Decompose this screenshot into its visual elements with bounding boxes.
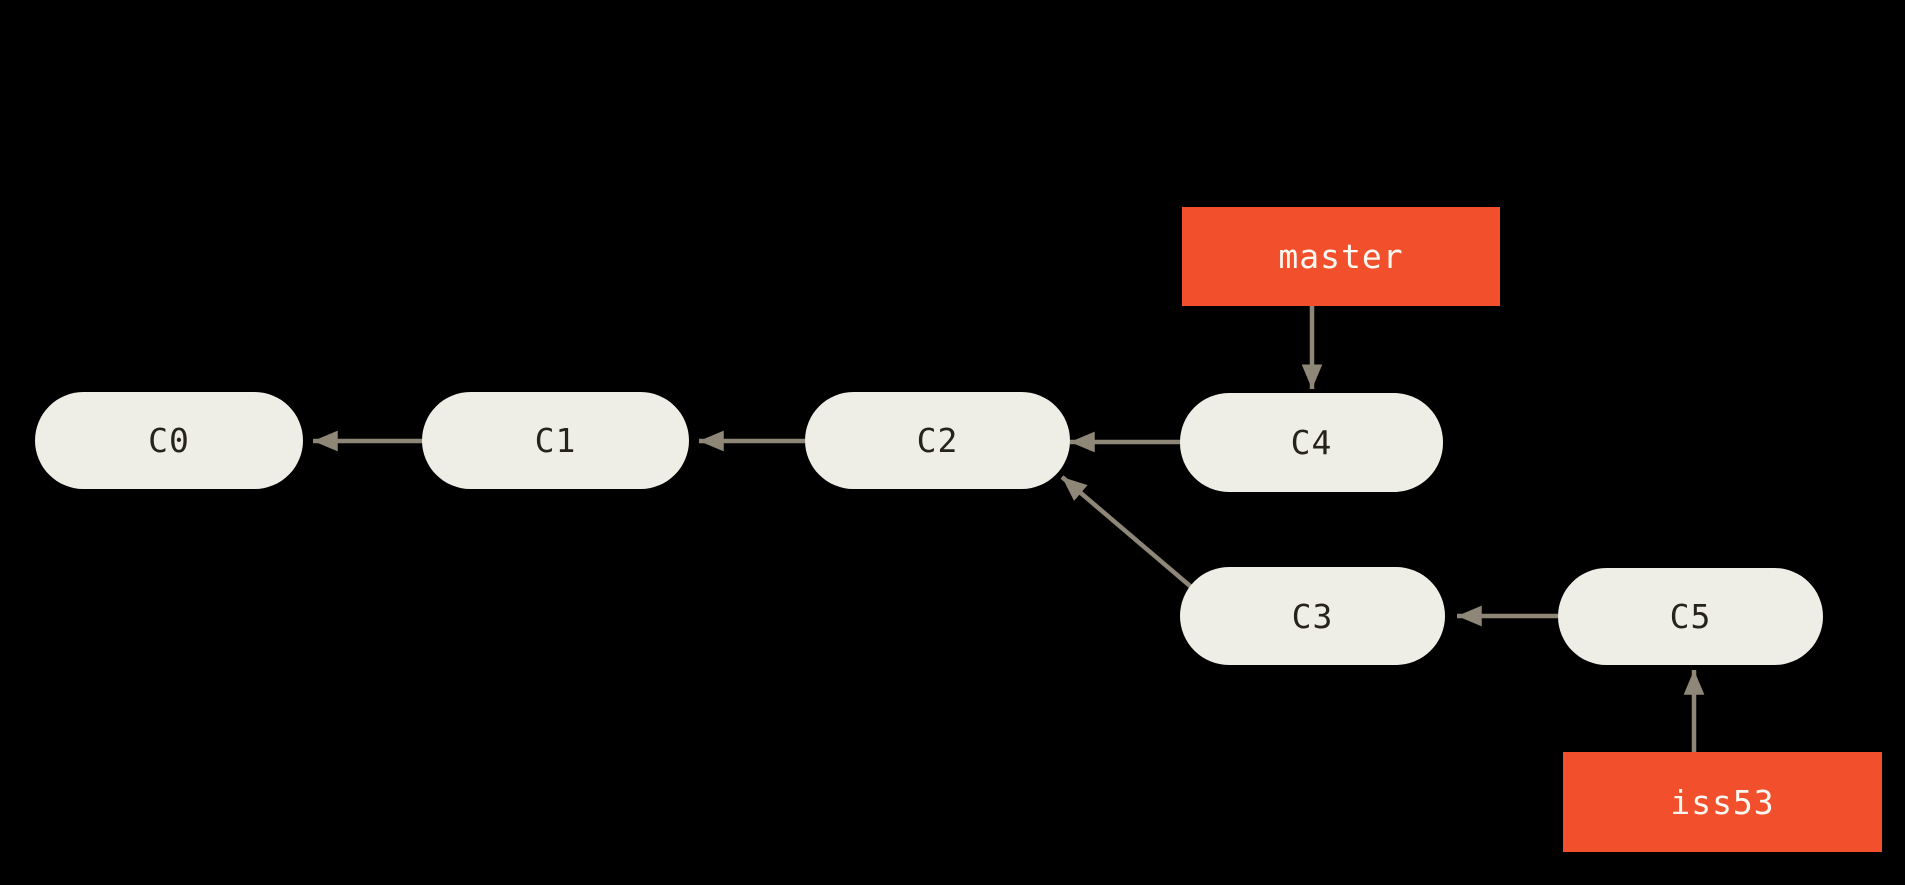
branch-label-master: master <box>1182 207 1500 306</box>
commit-node-c1: C1 <box>422 392 689 489</box>
commit-label-c3: C3 <box>1291 596 1334 636</box>
commit-label-c2: C2 <box>916 421 959 460</box>
commit-label-c5: C5 <box>1669 597 1712 636</box>
commit-node-c5: C5 <box>1558 568 1823 665</box>
edge-c3-to-c2 <box>1060 475 1205 599</box>
branch-label-master-text: master <box>1278 237 1404 276</box>
branch-label-iss53-text: iss53 <box>1670 782 1775 822</box>
commit-node-c2: C2 <box>805 392 1070 489</box>
branch-label-iss53: iss53 <box>1563 752 1882 852</box>
commit-label-c0: C0 <box>148 421 190 460</box>
commit-node-c0: C0 <box>35 392 303 489</box>
commit-label-c1: C1 <box>534 421 577 460</box>
commit-label-c4: C4 <box>1290 423 1333 462</box>
commit-node-c4: C4 <box>1180 393 1443 492</box>
commit-node-c3: C3 <box>1180 567 1445 665</box>
